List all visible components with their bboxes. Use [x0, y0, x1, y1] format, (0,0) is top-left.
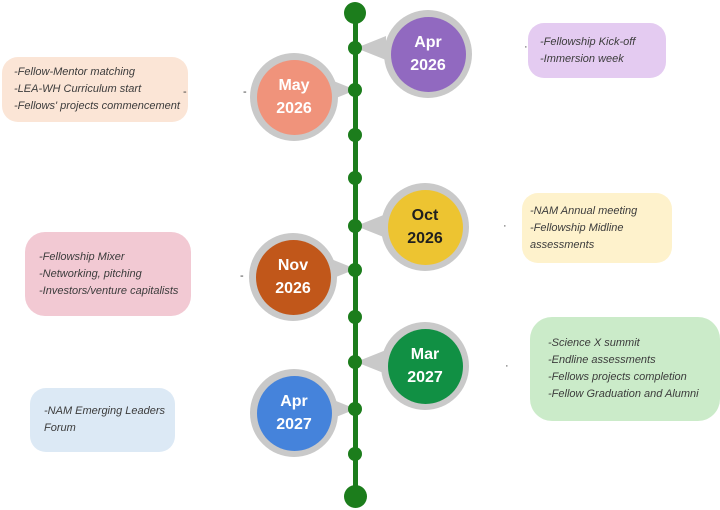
- milestone-year: 2026: [275, 280, 311, 297]
- event-item: -NAM Annual meeting: [530, 204, 638, 217]
- event-item: -Investors/venture capitalists: [39, 284, 179, 297]
- timeline-endpoint-dot: [344, 485, 367, 508]
- event-item: -LEA-WH Curriculum start: [14, 83, 142, 95]
- milestone-circle-apr-2026: Apr 2026: [384, 10, 472, 98]
- event-box-nov-2026: -Fellowship Mixer -Networking, pitching …: [25, 232, 191, 316]
- event-box-oct-2026: -NAM Annual meeting -Fellowship Midline …: [522, 193, 672, 263]
- timeline-dot: [348, 355, 362, 369]
- event-item: -Fellows' projects commencement: [14, 100, 180, 112]
- milestone-month: Nov: [277, 257, 309, 274]
- milestone-year: 2026: [407, 230, 443, 247]
- event-item: -Fellowship Mixer: [39, 250, 125, 263]
- stray-bullet-dot: ·: [524, 41, 528, 53]
- event-item: -Fellowship Kick-off: [540, 35, 636, 48]
- milestone-circle-may-2026: May 2026: [250, 53, 338, 141]
- milestone-date-label: Mar 2027: [387, 328, 463, 404]
- stray-bullet-dash: -: [240, 270, 244, 282]
- timeline-dot: [348, 41, 362, 55]
- event-item: -Fellow Graduation and Alumni: [548, 388, 699, 400]
- event-box-may-2026: -Fellow-Mentor matching -LEA-WH Curricul…: [2, 57, 188, 122]
- timeline-dot: [348, 402, 362, 416]
- milestone-date-label: Nov 2026: [255, 239, 331, 315]
- stray-bullet-dash: -: [183, 86, 187, 98]
- event-box-apr-2027: -NAM Emerging Leaders Forum: [30, 388, 175, 452]
- stray-bullet-dash: -: [243, 86, 247, 98]
- milestone-month: Mar: [410, 346, 440, 363]
- milestone-month: Oct: [411, 207, 439, 224]
- timeline-dot: [348, 219, 362, 233]
- timeline-dot: [348, 128, 362, 142]
- timeline-dot: [348, 447, 362, 461]
- milestone-circle-apr-2027: Apr 2027: [250, 369, 338, 457]
- milestone-date-label: May 2026: [256, 59, 332, 135]
- timeline-dot: [348, 263, 362, 277]
- event-item: -Endline assessments: [548, 354, 656, 366]
- event-item: -Fellow-Mentor matching: [14, 66, 136, 78]
- event-item: -Immersion week: [540, 52, 624, 65]
- timeline-dot: [348, 83, 362, 97]
- stray-bullet-dot: ·: [503, 220, 507, 232]
- milestone-month: Apr: [280, 393, 308, 410]
- milestone-year: 2026: [410, 57, 446, 74]
- event-item: -Networking, pitching: [39, 267, 142, 280]
- milestone-circle-mar-2027: Mar 2027: [381, 322, 469, 410]
- event-item: -Fellows projects completion: [548, 371, 687, 383]
- milestone-month: Apr: [414, 34, 442, 51]
- timeline-dot: [348, 310, 362, 324]
- milestone-date-label: Oct 2026: [387, 189, 463, 265]
- timeline-dot: [348, 171, 362, 185]
- milestone-month: May: [278, 77, 310, 94]
- event-box-apr-2026: -Fellowship Kick-off -Immersion week: [528, 23, 666, 78]
- stray-bullet-dot: ·: [505, 360, 509, 372]
- milestone-circle-nov-2026: Nov 2026: [249, 233, 337, 321]
- timeline-line: [353, 13, 358, 497]
- milestone-year: 2027: [407, 369, 443, 386]
- milestone-date-label: Apr 2027: [256, 375, 332, 451]
- milestone-year: 2027: [276, 416, 312, 433]
- event-item: -Fellowship Midline assessments: [530, 221, 624, 251]
- milestone-circle-oct-2026: Oct 2026: [381, 183, 469, 271]
- milestone-year: 2026: [276, 100, 312, 117]
- event-item: -Science X summit: [548, 337, 640, 349]
- timeline-endpoint-dot: [344, 2, 366, 24]
- milestone-date-label: Apr 2026: [390, 16, 466, 92]
- event-box-mar-2027: -Science X summit -Endline assessments -…: [530, 317, 720, 421]
- event-item: -NAM Emerging Leaders Forum: [44, 405, 166, 434]
